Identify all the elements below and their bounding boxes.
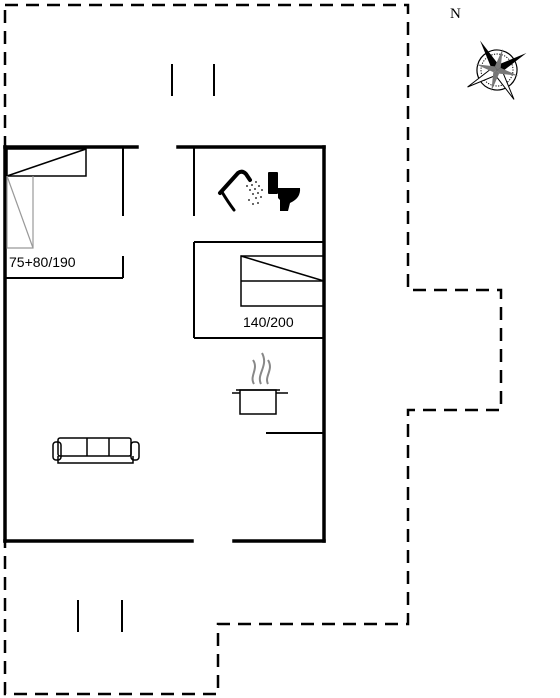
compass-rose-icon — [467, 40, 527, 100]
bed-right — [240, 255, 325, 307]
bed-left — [6, 148, 87, 249]
interior-walls — [5, 147, 324, 434]
shower-icon — [218, 169, 263, 212]
entrance-path-top — [171, 64, 215, 96]
compass-north-label: N — [450, 6, 461, 22]
toilet-icon — [268, 172, 301, 211]
steam-icon — [251, 352, 271, 385]
entrance-path-bottom — [77, 600, 123, 632]
sofa-icon — [52, 437, 140, 464]
terrace-outline — [3, 3, 503, 696]
cooking-pot-icon — [232, 389, 288, 415]
bed-left-size-label: 75+80/190 — [9, 254, 76, 270]
exterior-walls — [3, 145, 326, 543]
bed-right-size-label: 140/200 — [243, 314, 294, 330]
